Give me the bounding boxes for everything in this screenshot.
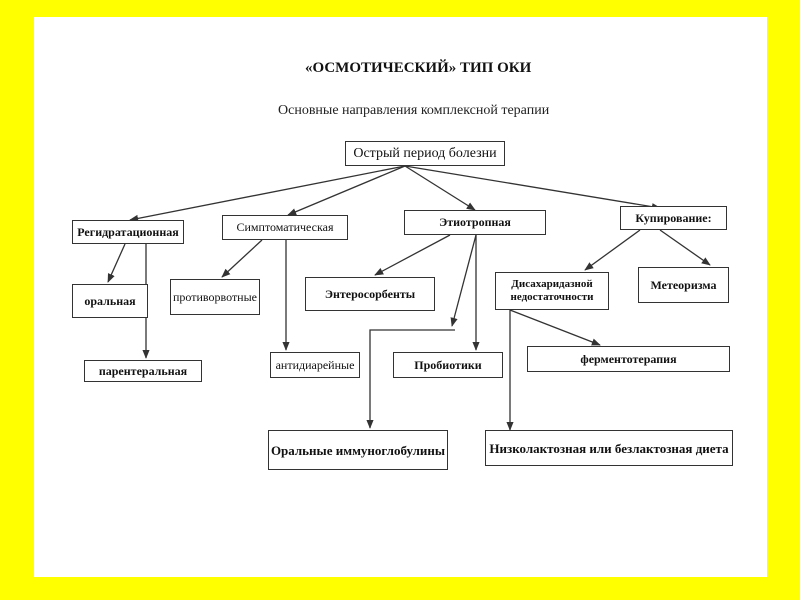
- diagram-title: «ОСМОТИЧЕСКИЙ» ТИП ОКИ: [305, 60, 532, 76]
- node-probiotics: Пробиотики: [393, 352, 503, 378]
- diagram-subtitle: Основные направления комплексной терапии: [278, 103, 550, 118]
- node-oral: оральная: [72, 284, 148, 318]
- node-oral-immunoglobulins: Оральные иммуноглобулины: [268, 430, 448, 470]
- node-parenteral: парентеральная: [84, 360, 202, 382]
- node-rehydration: Регидратационная: [72, 220, 184, 244]
- node-antidiarrheal: антидиарейные: [270, 352, 360, 378]
- node-etiotropic: Этиотропная: [404, 210, 546, 235]
- node-enzyme-therapy: ферментотерапия: [527, 346, 730, 372]
- node-enterosorbents: Энтеросорбенты: [305, 277, 435, 311]
- node-meteorism: Метеоризма: [638, 267, 729, 303]
- node-symptomatic: Симптоматическая: [222, 215, 348, 240]
- node-lactose-free-diet: Низколактозная или безлактозная диета: [485, 430, 733, 466]
- node-root: Острый период болезни: [345, 141, 505, 166]
- node-antiemetic: противорвотные: [170, 279, 260, 315]
- node-cupping: Купирование:: [620, 206, 727, 230]
- node-disaccharidase: Дисахаридазной недостаточности: [495, 272, 609, 310]
